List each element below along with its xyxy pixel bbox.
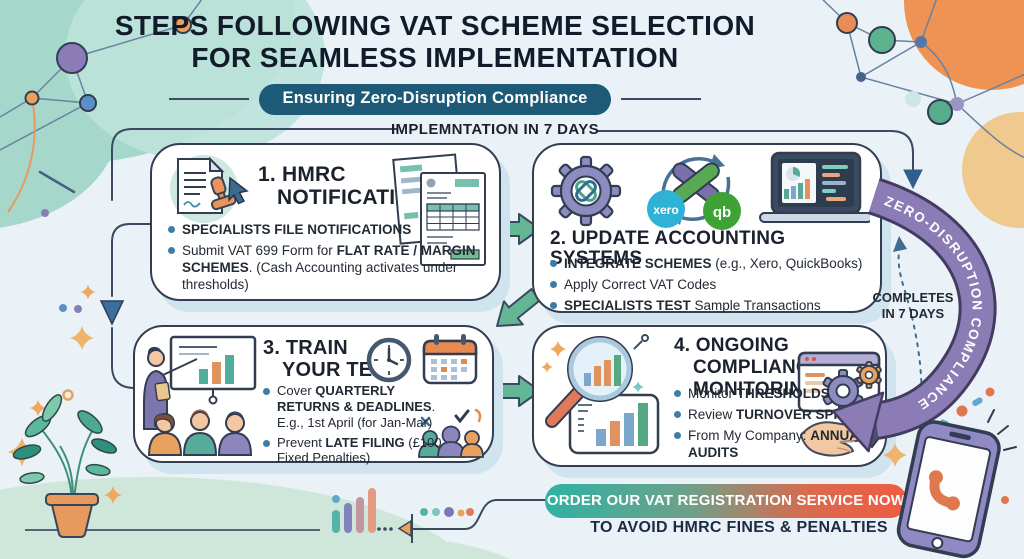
compliance-badge: Ensuring Zero-Disruption Compliance [258,83,612,115]
bullet-dot [550,260,557,267]
calendar-icon [422,334,478,385]
step-2-title: 2. UPDATE ACCOUNTING SYSTEMS [550,228,786,269]
list-item: Apply Correct VAT Codes [550,276,870,293]
step-2-bullets: INTEGRATE SCHEMES (e.g., Xero, QuickBook… [550,255,870,318]
list-item: INTEGRATE SCHEMES (e.g., Xero, QuickBook… [550,255,870,272]
step-1-bullets: SPECIALISTS FILE NOTIFICATIONS Submit VA… [168,221,498,298]
potted-plant-illustration [12,394,320,538]
bullet-dot [168,247,175,255]
laptop-code-icon [759,151,870,223]
badge-right-line [621,98,702,101]
main-title-line1: STEPS FOLLOWING VAT SCHEME SELECTION [114,10,756,41]
hmrc-forms-illustration [392,153,486,266]
flow-lines [99,128,923,398]
bullet-dot [674,432,681,440]
list-item: SPECIALISTS FILE NOTIFICATIONS [168,221,498,238]
step-3-bullets: Cover QUARTERLY RETURNS & DEADLINES. E.g… [263,383,445,470]
bullet-dot [550,281,557,289]
accounting-systems-icons: xero qb [550,151,870,230]
magnifier-chart-illustration [541,334,660,455]
list-item: Prevent LATE FILING (£100 Fixed Penaltie… [263,435,445,467]
bullet-dot [263,439,270,447]
bullet-dot [263,388,270,395]
step-4-title: 4. ONGOING COMPLIANCE MONITORING [674,335,823,400]
step-4-bullets: Monitor THRESHOLDS Review TURNOVER SPIKE… [674,385,899,466]
xero-logo: xero [647,190,685,228]
list-item: From My Company: ANNUAL AUDITS [674,427,899,461]
quickbooks-logo: qb [703,192,741,230]
step-2-card: xero qb 2. UPDATE ACCOUNTING SY [532,143,882,313]
mini-bar-chart-decoration [332,488,545,543]
bullet-dot [168,226,175,233]
step-1-card: 1. HMRC NOTIFICATION SPECIALISTS FILE NO… [150,143,501,301]
step-3-card: 3. TRAIN YOUR TEAM [133,325,494,465]
cta-tagline: TO AVOID HMRC FINES & PENALTIES [590,519,888,536]
bullet-dot [674,411,681,419]
trainer-presentation-illustration [143,335,257,456]
main-title-line2: FOR SEAMLESS IMPLEMENTATION [191,42,679,74]
badge-row: Ensuring Zero-Disruption Compliance [80,83,790,115]
list-item: Review TURNOVER SPIKES [674,406,899,423]
audience [147,409,253,456]
step-1-title: 1. HMRC NOTIFICATION [258,163,428,210]
badge-left-line [168,98,249,101]
list-item: Cover QUARTERLY RETURNS & DEADLINES. E.g… [263,383,445,431]
sparkle-decorations [7,284,122,504]
document-stamp-icon [170,155,249,223]
timeline-label: IMPLEMNTATION IN 7 DAYS [390,121,600,138]
network-top-right [822,0,1024,159]
svg-text:xero: xero [653,203,678,217]
integration-gear-icon [550,155,622,227]
network-top-left [0,0,203,217]
bullet-dot [550,302,557,310]
team-check-icon [418,408,484,458]
step-4-card: 4. ONGOING COMPLIANCE MONITORING [532,325,887,467]
clock-icon [366,337,412,383]
bullet-dot [674,390,681,397]
list-item: Monitor THRESHOLDS [674,385,899,402]
list-item: SPECIALISTS TEST Sample Transactions [550,297,870,314]
cta-button[interactable]: ORDER OUR VAT REGISTRATION SERVICE NOW [545,484,907,518]
list-item: Submit VAT 699 Form for FLAT RATE / MARG… [168,242,498,293]
completes-note: COMPLETES IN 7 DAYS [872,290,954,322]
svg-text:qb: qb [713,204,731,221]
